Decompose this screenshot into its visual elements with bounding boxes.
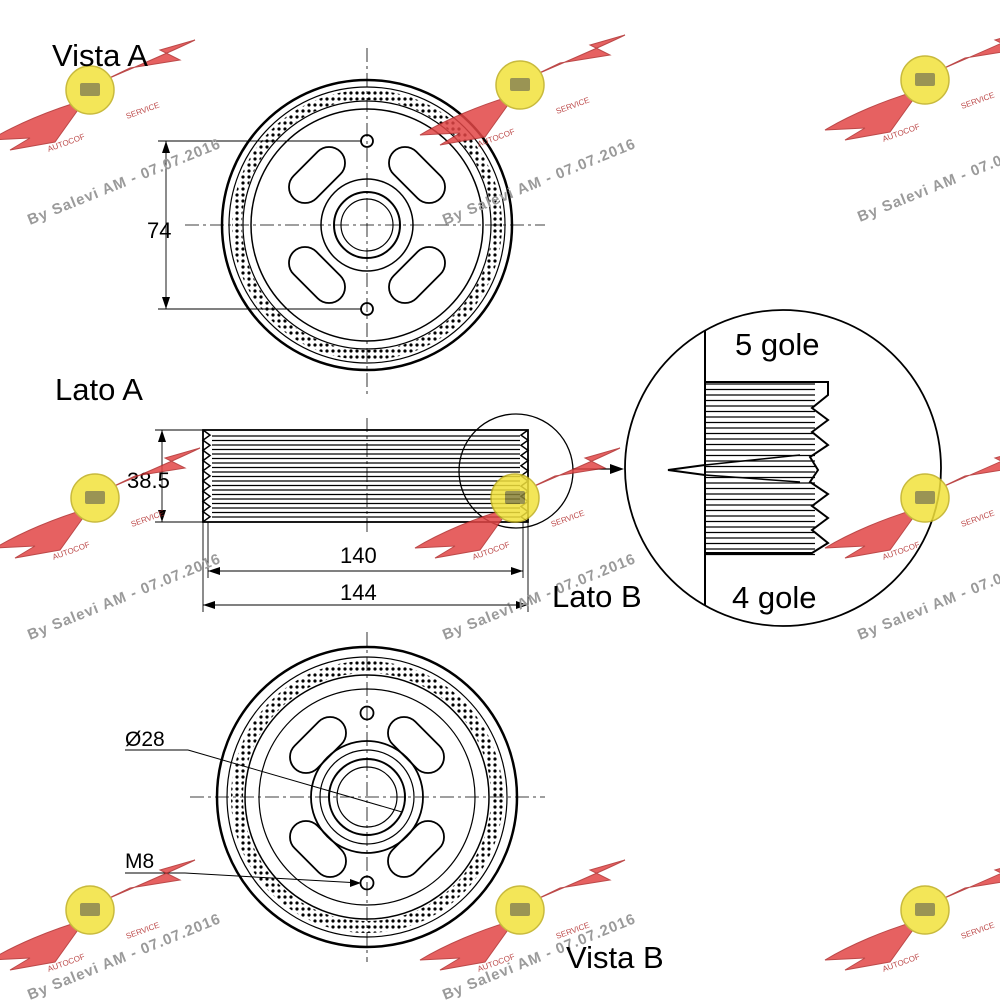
watermark-badge-text: SERVICE xyxy=(130,508,166,528)
view-b-drawing xyxy=(125,632,545,962)
dim-diameter-140: 140 xyxy=(340,543,377,568)
view-a-drawing xyxy=(158,48,545,395)
dim-thread: M8 xyxy=(125,850,154,873)
groove-detail xyxy=(624,309,942,627)
dim-diameter-144: 144 xyxy=(340,580,377,605)
side-view-drawing xyxy=(155,413,624,612)
label-view-b: Vista B xyxy=(566,940,664,975)
watermark-badge-text: SERVICE xyxy=(125,100,161,120)
label-grooves-top: 5 gole xyxy=(735,327,819,362)
watermark-text: By Salevi AM - 07.07.2016 xyxy=(25,550,223,643)
watermark-text: By Salevi AM - 07.07.2016 xyxy=(855,550,1000,643)
watermark-badge-text: SERVICE xyxy=(555,95,591,115)
label-side-b: Lato B xyxy=(552,579,642,614)
dim-bore: Ø28 xyxy=(125,728,165,751)
label-grooves-bottom: 4 gole xyxy=(732,580,816,615)
label-view-a: Vista A xyxy=(52,38,148,73)
label-side-a: Lato A xyxy=(55,372,143,407)
watermark-badge-text: SERVICE xyxy=(960,920,996,940)
watermark-badge-text: SERVICE xyxy=(960,90,996,110)
watermark-text: By Salevi AM - 07.07.2016 xyxy=(855,132,1000,225)
watermark-badge-text: SERVICE xyxy=(960,508,996,528)
dim-hole-spacing: 74 xyxy=(147,218,171,243)
